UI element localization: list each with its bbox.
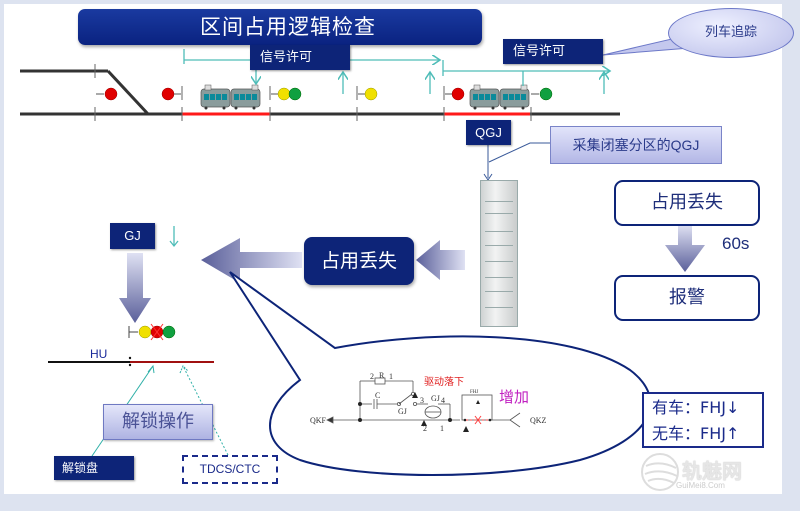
added-label: 增加 [499,388,530,406]
pin-1: 1 [440,424,444,433]
c-label: C [375,391,380,400]
pin-4: 4 [441,396,445,405]
pin-2: 2 [423,424,427,433]
signal-6-green [531,87,553,101]
fhj-rule-clear: 无车：FHJ↑ [652,424,740,443]
gj-down-arrow-icon [169,226,179,248]
watermark-text: 轨魅网 [682,459,742,483]
arrow-left-from-cabinet [416,240,465,280]
qgj-box: QGJ [466,120,511,145]
gj-contact-label: GJ [398,407,407,416]
qkf-label: QKF [310,416,327,425]
page-title: 区间占用逻辑检查 [78,9,482,45]
unlock-panel-box: 解锁盘 [54,456,134,480]
interlock-cabinet [480,180,518,327]
tdcs-ctc-box: TDCS/CTC [182,455,278,484]
watermark-logo-icon [641,453,679,491]
signal-permit-range-2 [442,60,610,94]
pin-r1: 1 [389,372,393,381]
qgj-note: 采集闭塞分区的QGJ [550,126,722,164]
signal-permit-label-1: 信号许可 [250,45,350,70]
gj-box: GJ [110,223,155,249]
flow-occupancy-lost: 占用丢失 [614,180,760,226]
circuit-nodes [358,402,492,422]
drive-drop-label: 驱动落下 [424,377,464,388]
fhj-rules-box: 有车：FHJ↓ 无车：FHJ↑ [642,392,764,448]
signal-red-failed [128,323,176,341]
circuit-speech-bubble [229,271,652,476]
signal-3-yellow-green [271,87,302,101]
watermark-subtext: GuiMei8.Com [676,481,725,490]
train-tracking-callout: 列车追踪 [668,8,794,58]
gj-coil-label: GJ [431,394,440,403]
signal-permit-label-2: 信号许可 [503,39,603,64]
signal-4-yellow [358,87,378,101]
pin-3: 3 [420,396,424,405]
flow-alarm: 报警 [614,275,760,321]
fhj-rule-occupied: 有车：FHJ↓ [652,398,740,417]
signal-2-red [161,87,181,101]
arrow-down-60s [665,225,705,272]
circuit-text: QKF QKZ GJ GJ R C FHJ 2 1 3 4 2 1 [310,371,547,433]
train-icon-2 [469,84,530,110]
signal-permit-range-1 [183,49,440,94]
r-label: R [379,371,385,380]
flow-delay-label: 60s [722,234,750,253]
qgj-connector [483,142,551,181]
insulation-joints [94,64,532,121]
unlock-operation-box: 解锁操作 [103,404,213,440]
arrow-left-to-gj [201,238,302,283]
circuit-arrows [412,392,480,432]
circuit-fhj-removed-x [466,415,490,425]
circuit-schematic [326,377,521,428]
fhj-label: FHJ [470,390,478,395]
hu-label: HU [90,347,108,361]
occupancy-lost-box: 占用丢失 [304,237,414,285]
arrow-down-gj-to-signal [119,253,151,323]
signal-5-red [445,87,465,101]
train-icon-1 [200,84,261,110]
qkz-label: QKZ [530,416,547,425]
signal-1-red [96,87,118,101]
pin-r2: 2 [370,372,374,381]
track-upper [20,69,150,116]
